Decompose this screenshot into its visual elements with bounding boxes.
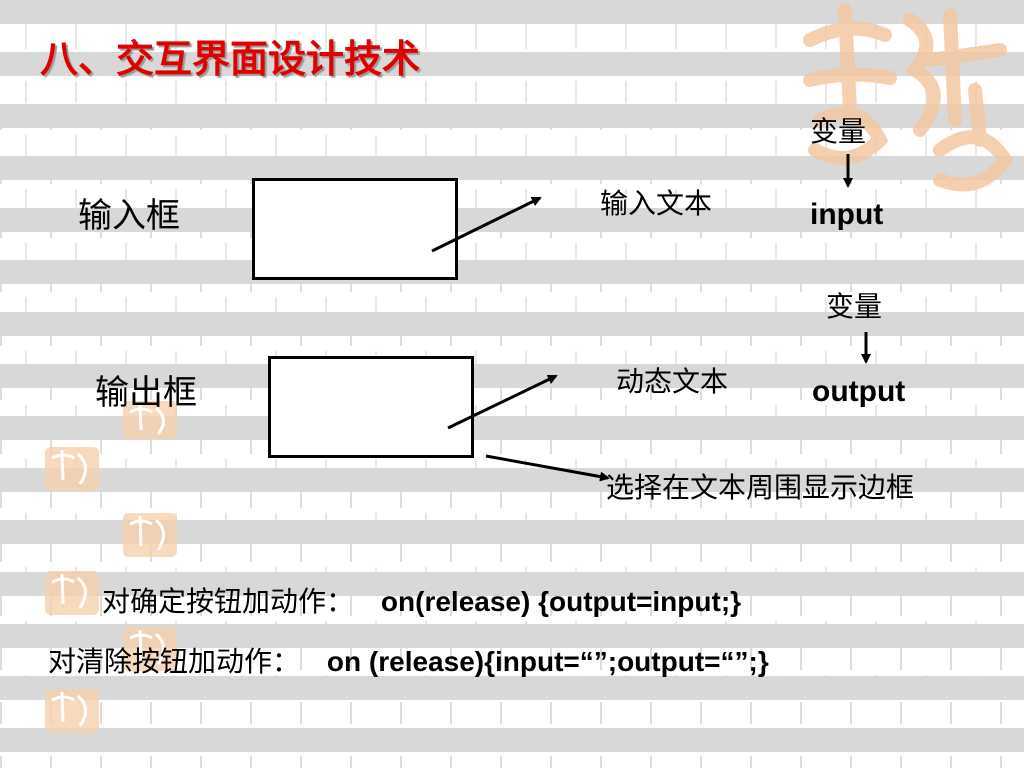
clear-button-action: 对清除按钮加动作： on (release){input=“”;output=“… <box>48 640 769 680</box>
variable-label-output: 变量 <box>826 290 883 323</box>
dynamic-text-type-label: 动态文本 <box>616 365 729 398</box>
arrow-input-box-to-type <box>431 196 542 253</box>
seal-decoration-small-1 <box>123 401 177 439</box>
variable-label-input: 变量 <box>810 115 867 148</box>
clear-action-label: 对清除按钮加动作： <box>48 645 301 678</box>
seal-decoration-small-3 <box>123 513 177 557</box>
confirm-action-code: on(release) {output=input;} <box>380 586 742 617</box>
variable-name-input: input <box>810 198 884 231</box>
border-option-label: 选择在文本周围显示边框 <box>606 471 915 504</box>
seal-decoration-small-2 <box>45 447 99 491</box>
seal-decoration-small-6 <box>45 689 99 733</box>
slide-title: 八、交互界面设计技术 <box>40 37 421 81</box>
seal-decoration-small-5 <box>123 627 177 671</box>
input-box-diagram <box>252 178 458 280</box>
confirm-action-label: 对确定按钮加动作： <box>102 585 355 618</box>
seal-decoration-large <box>803 3 1014 192</box>
output-box-label: 输出框 <box>95 373 197 413</box>
seal-decoration-small-4 <box>45 571 99 615</box>
input-text-type-label: 输入文本 <box>600 187 713 220</box>
input-box-label: 输入框 <box>78 196 180 236</box>
confirm-button-action: 对确定按钮加动作： on(release) {output=input;} <box>102 580 741 620</box>
clear-action-code: on (release){input=“”;output=“”;} <box>326 646 769 677</box>
output-box-diagram <box>268 356 474 458</box>
arrow-output-box-to-type <box>447 374 558 430</box>
arrow-output-box-to-border-option <box>485 454 610 482</box>
variable-name-output: output <box>812 375 906 408</box>
